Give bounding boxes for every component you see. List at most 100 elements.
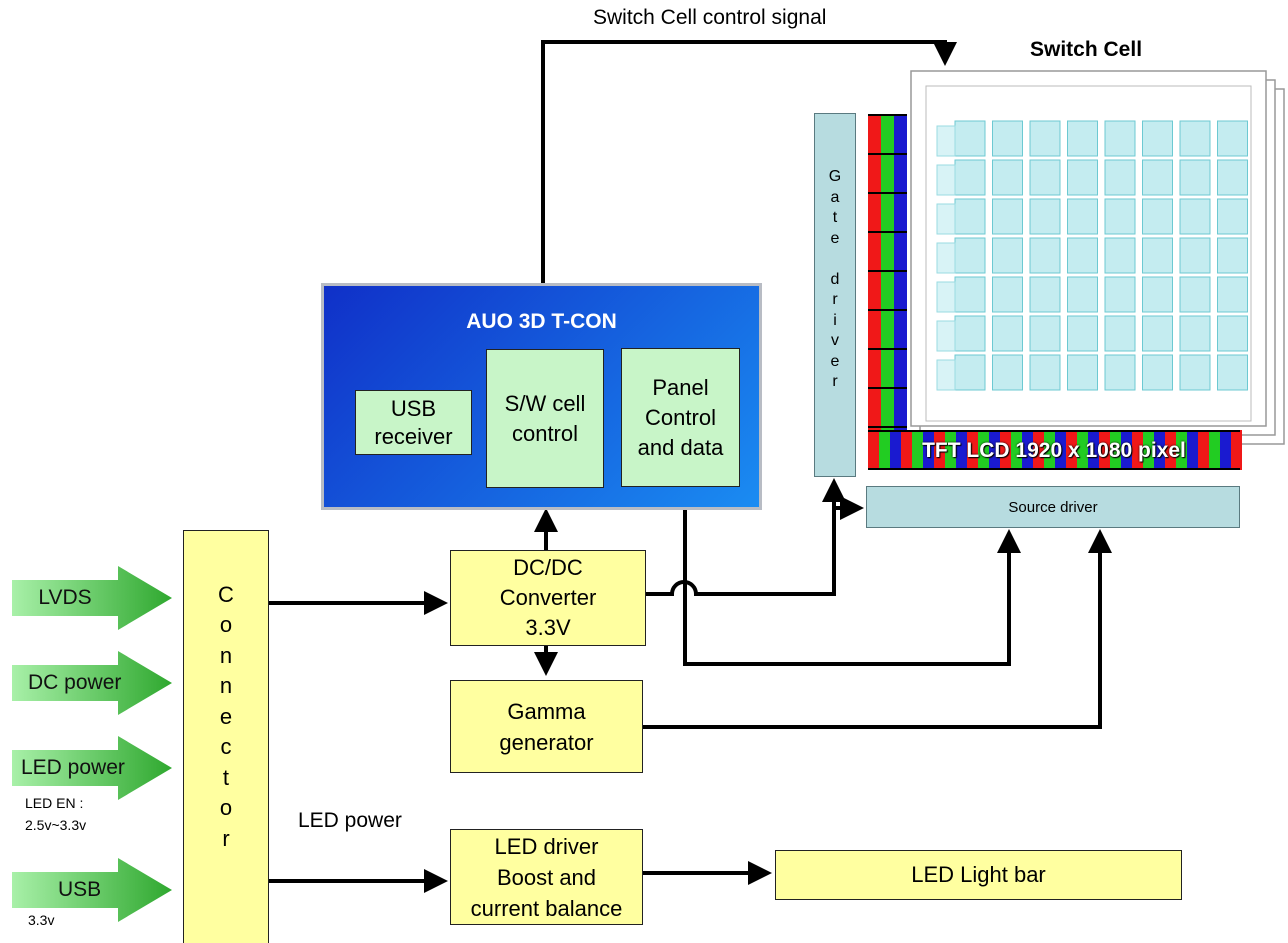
pixel-stripe <box>901 430 912 470</box>
pixel-stripe <box>1198 430 1209 470</box>
switch-cell-unit <box>954 276 986 313</box>
led-en-note: LED EN : 2.5v~3.3v <box>25 795 87 833</box>
switch-cell-unit <box>1067 159 1098 196</box>
pixel-stripe <box>1033 430 1044 470</box>
led-power-wire-label: LED power <box>298 809 402 832</box>
switch-cell-unit <box>1142 120 1173 157</box>
switch-cell-panels <box>910 70 1285 445</box>
pixel-stripe <box>1022 430 1033 470</box>
switch-cell-unit <box>1217 237 1248 274</box>
source-driver-block: Source driver <box>866 486 1240 528</box>
switch-cell-unit <box>1104 159 1136 196</box>
switch-cell-unit <box>1142 198 1173 235</box>
switch-cell-unit <box>992 120 1023 157</box>
pixel-stripe <box>1088 430 1099 470</box>
switch-cell-unit <box>1067 120 1098 157</box>
panel-control-label: Panel Control and data <box>637 374 724 460</box>
switch-cell-unit <box>954 237 986 274</box>
source-driver-label: Source driver <box>1008 498 1098 516</box>
switch-cell-unit <box>1067 276 1098 313</box>
pixel-stripe <box>1077 430 1088 470</box>
pixel-row-line <box>868 114 907 116</box>
pixel-stripe <box>868 430 879 470</box>
switch-cell-unit <box>1067 354 1098 391</box>
pixel-stripe <box>1066 430 1077 470</box>
tft-pixel-stripes <box>868 114 1242 470</box>
switch-cell-unit <box>992 159 1023 196</box>
switch-cell-unit <box>1029 354 1061 391</box>
pixel-stripe <box>1000 430 1011 470</box>
dcdc-converter-box: DC/DC Converter 3.3V <box>450 550 646 646</box>
pixel-row-line <box>868 430 1240 432</box>
switch-cell-unit <box>954 159 986 196</box>
usb-receiver-box: USB receiver <box>355 390 472 455</box>
switch-cell-control-signal-label: Switch Cell control signal <box>593 6 827 29</box>
switch-cell-unit <box>1029 237 1061 274</box>
led-driver-label: LED driver Boost and current balance <box>470 833 623 921</box>
switch-cell-unit <box>1142 159 1173 196</box>
pixel-stripe <box>989 430 1000 470</box>
pixel-stripe <box>1121 430 1132 470</box>
pixel-row-line <box>868 270 907 272</box>
switch-cell-unit <box>1029 159 1061 196</box>
switch-cell-control-wire <box>541 40 957 350</box>
pixel-stripe <box>1176 430 1187 470</box>
led-light-bar-label: LED Light bar <box>911 862 1046 887</box>
pixel-row-line <box>868 387 907 389</box>
gamma-generator-label: Gamma generator <box>499 698 594 755</box>
pixel-stripe <box>1099 430 1110 470</box>
pixel-stripe <box>1187 430 1198 470</box>
switch-cell-unit <box>1067 237 1098 274</box>
switch-cell-unit <box>936 281 956 313</box>
switch-cell-unit <box>1104 276 1136 313</box>
input-arrow-led-power-shape <box>12 736 172 800</box>
switch-cell-unit <box>1142 276 1173 313</box>
switch-cell-unit <box>1142 237 1173 274</box>
pixel-stripe <box>879 430 890 470</box>
gamma-to-source-wire <box>643 529 1112 729</box>
switch-cell-unit <box>1179 120 1211 157</box>
input-lvds-label: LVDS <box>38 586 92 609</box>
tft-lcd-label: TFT LCD 1920 x 1080 pixel <box>922 439 1186 462</box>
pixel-stripe <box>1044 430 1055 470</box>
pixel-row-line <box>868 468 1240 470</box>
switch-cell-unit <box>1217 315 1248 352</box>
switch-cell-unit <box>992 354 1023 391</box>
switch-cell-unit <box>1217 159 1248 196</box>
input-led-power-label: LED power <box>21 756 125 779</box>
pixel-stripe <box>967 430 978 470</box>
pixel-stripe <box>945 430 956 470</box>
pixel-stripe <box>978 430 989 470</box>
pixel-row-line <box>868 309 907 311</box>
switch-cell-unit <box>954 120 986 157</box>
switch-cell-unit <box>1029 120 1061 157</box>
pixel-row-line <box>868 192 907 194</box>
switch-cell-unit <box>1104 120 1136 157</box>
pixel-stripe <box>923 430 934 470</box>
pixel-stripe <box>890 430 901 470</box>
switch-cell-unit <box>992 237 1023 274</box>
switch-cell-unit <box>936 125 956 157</box>
switch-cell-unit <box>954 315 986 352</box>
panel-control-to-source-wire <box>683 488 1021 666</box>
pixel-stripe <box>1143 430 1154 470</box>
input-dc-power-label: DC power <box>28 671 122 694</box>
pixel-stripe <box>1154 430 1165 470</box>
pixel-row-line <box>868 231 907 233</box>
pixel-stripe <box>1209 430 1220 470</box>
sw-cell-control-box: S/W cell control <box>486 349 604 488</box>
switch-cell-unit <box>1104 315 1136 352</box>
input-arrow-usb-shape <box>12 858 172 922</box>
switch-cell-unit <box>1179 237 1211 274</box>
input-arrow-dc-power-shape <box>12 651 172 715</box>
switch-cell-unit <box>1029 315 1061 352</box>
pixel-stripe <box>1110 430 1121 470</box>
switch-cell-unit <box>1142 315 1173 352</box>
pixel-stripe <box>1011 430 1022 470</box>
switch-cell-unit <box>992 198 1023 235</box>
